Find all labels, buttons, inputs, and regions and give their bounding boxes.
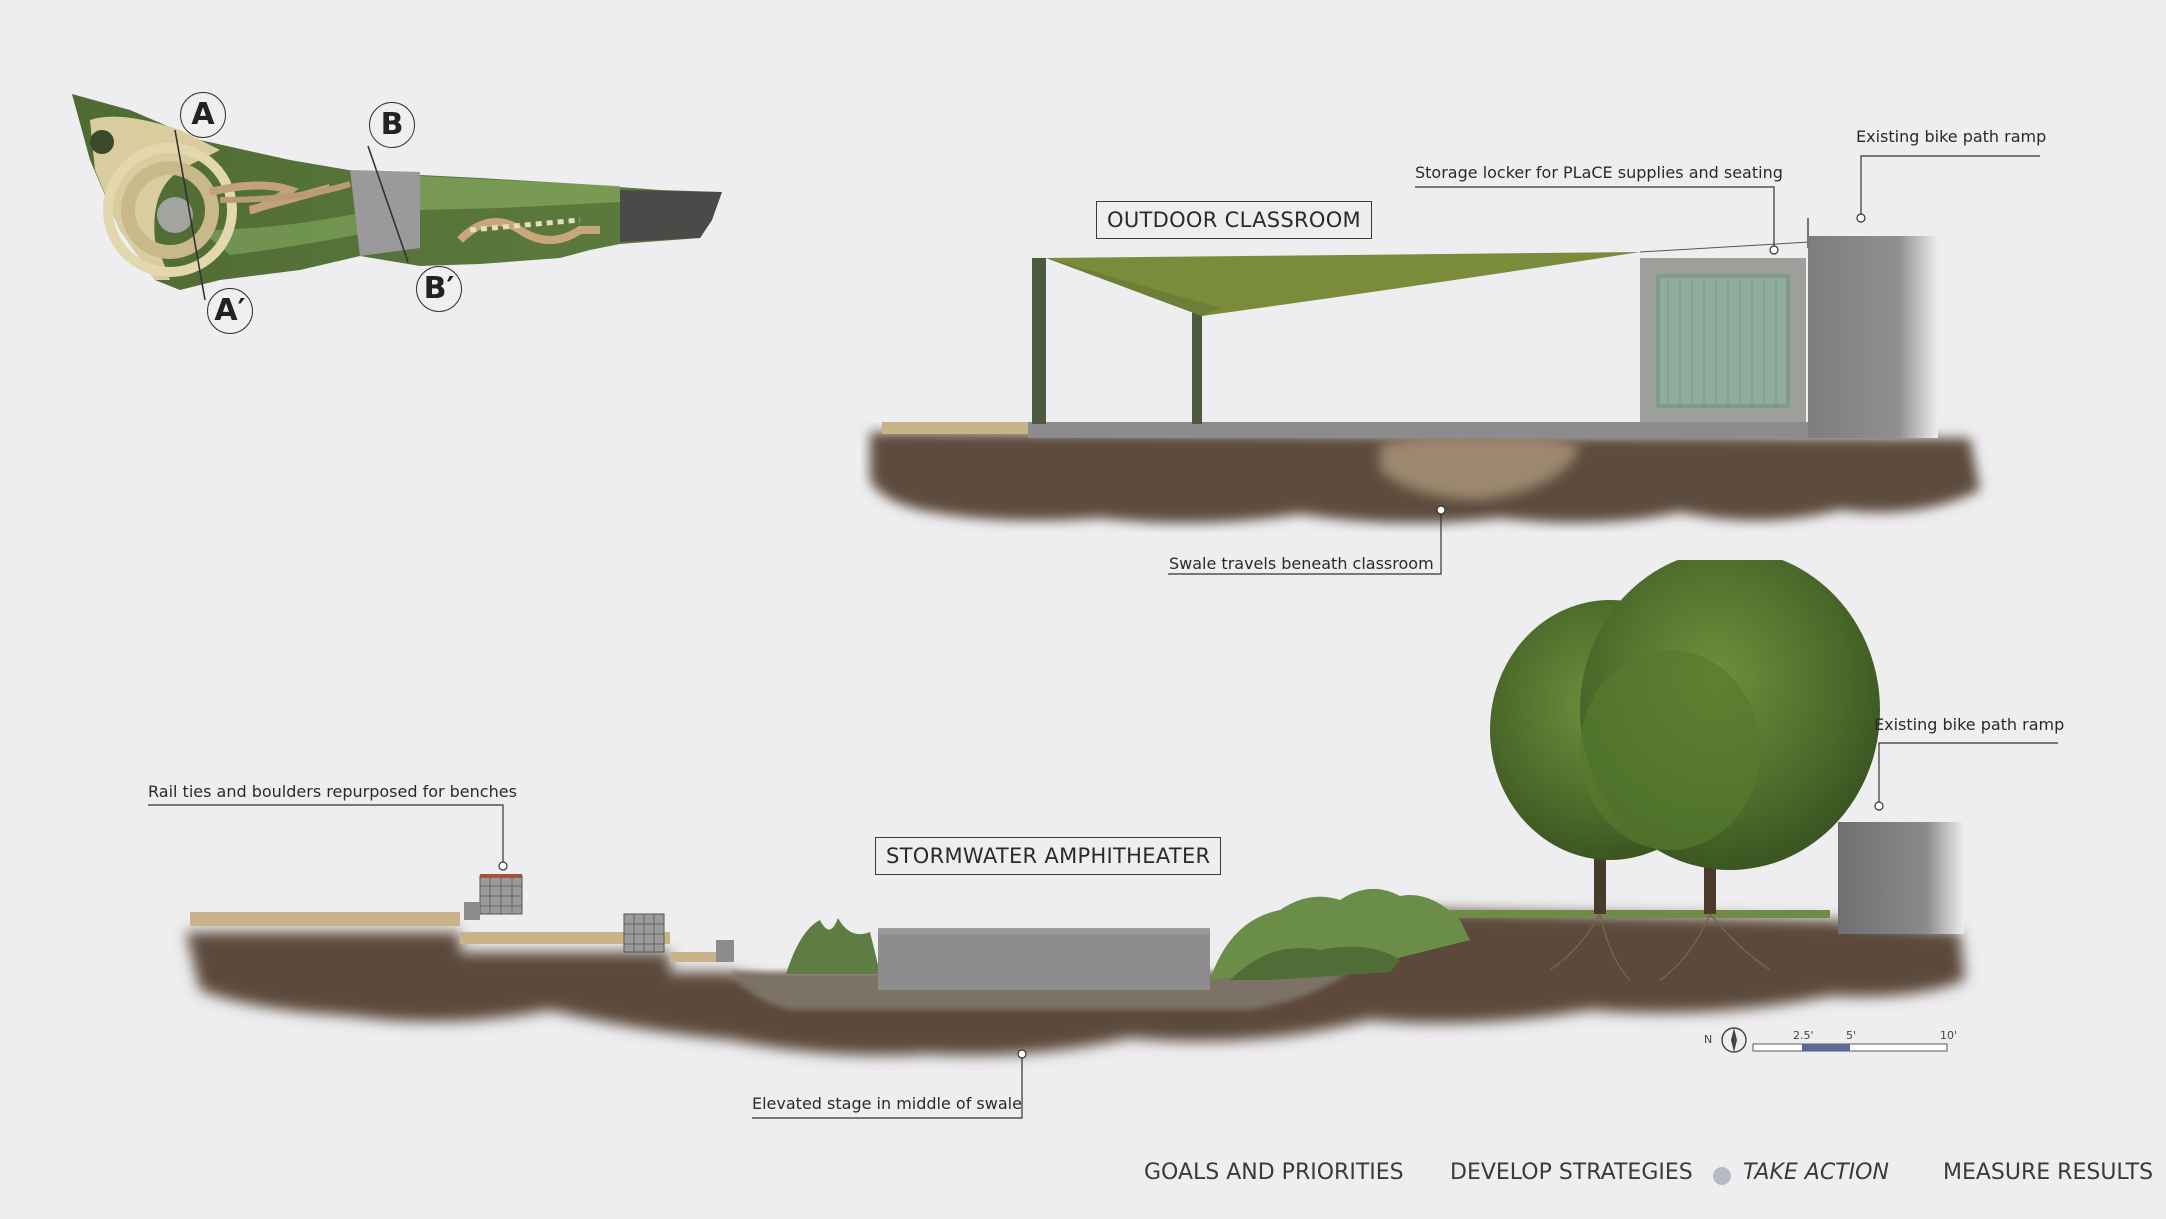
nav-take-action[interactable]: TAKE ACTION	[1743, 1160, 1889, 1185]
boulder-1	[464, 902, 480, 920]
canopy-post-2	[1192, 312, 1202, 424]
section-marker-a-prime: A′	[207, 288, 253, 334]
north-arrow-icon	[1721, 1027, 1747, 1053]
elevated-stage	[878, 928, 1210, 990]
outdoor-classroom-section	[870, 218, 1980, 524]
key-map-stage	[157, 197, 193, 233]
active-step-dot	[1713, 1167, 1731, 1185]
callout-elevated-stage: Elevated stage in middle of swale	[752, 1094, 1022, 1113]
boulder-2	[716, 940, 734, 962]
bike-path-ramp-wall	[1808, 236, 1938, 438]
canopy-post-1	[1032, 258, 1046, 424]
callout-storage-locker: Storage locker for PLaCE supplies and se…	[1415, 163, 1783, 182]
classroom-deck	[1028, 422, 1808, 438]
section-marker-a: A	[180, 92, 226, 138]
bike-path-ramp-wall-lower	[1838, 822, 1964, 934]
north-label: N	[1704, 1033, 1713, 1046]
section-marker-b: B	[369, 102, 415, 148]
outdoor-classroom-title: OUTDOOR CLASSROOM	[1096, 201, 1372, 239]
scale-tick-10: 10'	[1940, 1029, 1958, 1042]
nav-measure-results[interactable]: MEASURE RESULTS	[1943, 1160, 2154, 1185]
shade-sail	[1046, 252, 1640, 316]
section-marker-b-prime: B′	[416, 266, 462, 312]
amphitheater-title: STORMWATER AMPHITHEATER	[875, 837, 1222, 875]
callout-bike-path-ramp-lower: Existing bike path ramp	[1874, 715, 2065, 734]
callout-bike-path-ramp-top: Existing bike path ramp	[1856, 127, 2047, 146]
grass-clump-left	[786, 918, 880, 974]
site-key-map	[72, 94, 722, 301]
callout-benches: Rail ties and boulders repurposed for be…	[148, 782, 517, 801]
scale-tick-5: 5'	[1846, 1029, 1857, 1042]
scale-tick-2-5: 2.5'	[1793, 1029, 1814, 1042]
nav-goals-and-priorities[interactable]: GOALS AND PRIORITIES	[1144, 1160, 1404, 1185]
key-map-plaza	[90, 116, 220, 280]
scale-bar	[1752, 1043, 1948, 1052]
nav-develop-strategies[interactable]: DEVELOP STRATEGIES	[1450, 1160, 1693, 1185]
key-map-section-b-zone	[350, 170, 420, 256]
key-map-dark-end	[620, 190, 722, 242]
amphitheater-section	[186, 560, 1965, 1056]
swale-under-classroom	[1380, 435, 1580, 500]
callout-swale: Swale travels beneath classroom	[1169, 554, 1434, 573]
